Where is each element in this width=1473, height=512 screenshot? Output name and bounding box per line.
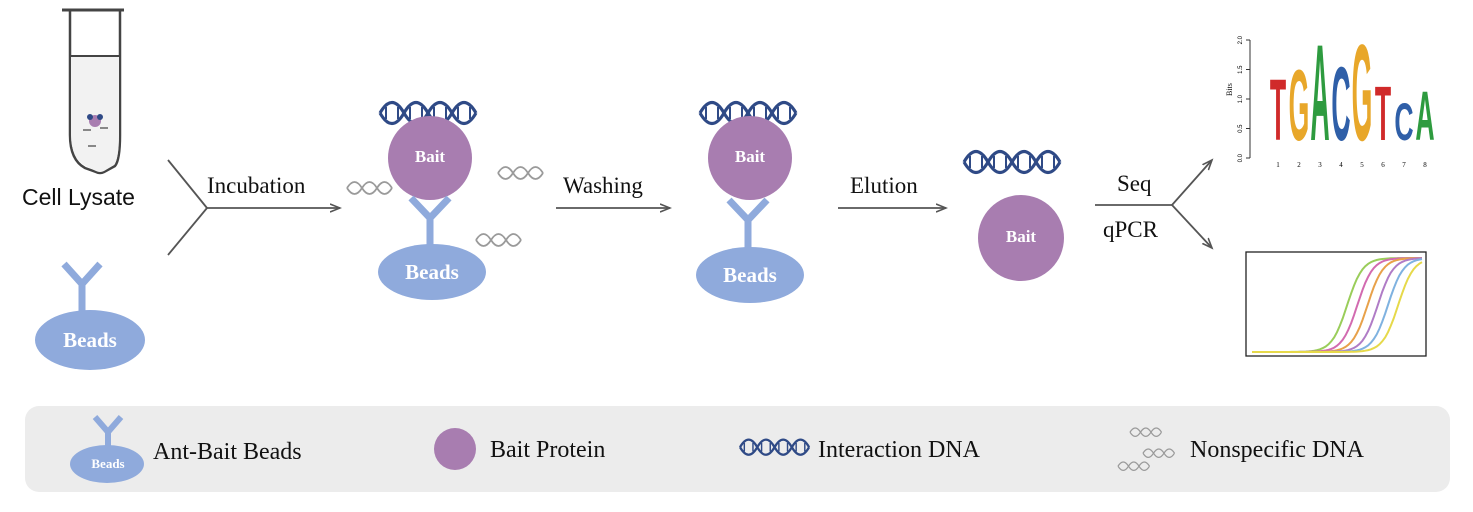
bait-label-2: Bait <box>734 147 766 166</box>
split-arrow <box>1095 160 1212 248</box>
logo-y-tick-label: 0.0 <box>1238 153 1244 162</box>
logo-letter: T <box>1375 72 1391 158</box>
washed-complex <box>696 100 804 303</box>
logo-position-label: 7 <box>1402 161 1406 169</box>
beads-label-left: Beads <box>63 328 117 352</box>
logo-letter: A <box>1415 78 1434 156</box>
beads-antibody-left <box>35 261 145 370</box>
test-tube-icon <box>62 8 124 175</box>
qpcr-label: qPCR <box>1103 217 1158 242</box>
logo-letter: A <box>1310 16 1329 169</box>
legend-nonspecific-dna: Nonspecific DNA <box>1190 437 1364 463</box>
qpcr-plot <box>1245 251 1427 357</box>
logo-position-label: 3 <box>1318 161 1322 169</box>
incubation-label: Incubation <box>207 173 306 198</box>
washing-label: Washing <box>563 173 643 198</box>
logo-letter: C <box>1394 92 1413 151</box>
logo-y-tick-label: 2.0 <box>1238 35 1244 44</box>
logo-letter: T <box>1270 62 1286 159</box>
bait-label-3: Bait <box>1005 227 1037 246</box>
logo-position-label: 8 <box>1423 161 1427 169</box>
legend-interaction-dna: Interaction DNA <box>818 437 980 463</box>
legend-beads-icon <box>70 415 144 483</box>
legend-bait-protein: Bait Protein <box>490 437 606 463</box>
logo-position-label: 5 <box>1360 161 1364 169</box>
legend-dna-icon <box>738 438 811 456</box>
logo-y-tick-label: 1.0 <box>1238 94 1244 103</box>
legend-anti-bait-beads: Ant-Bait Beads <box>153 439 302 465</box>
logo-position-label: 2 <box>1297 161 1301 169</box>
legend-nonspecific-icon <box>1117 427 1176 472</box>
logo-position-label: 1 <box>1276 161 1280 169</box>
incubation-complex <box>346 100 544 300</box>
logo-y-tick-label: 1.5 <box>1238 65 1244 74</box>
elution-label: Elution <box>850 173 918 198</box>
converge-arrow <box>167 159 340 256</box>
logo-y-tick-label: 0.5 <box>1238 124 1244 133</box>
logo-position-label: 6 <box>1381 161 1385 169</box>
bait-label-1: Bait <box>414 147 446 166</box>
legend-beads-text: Beads <box>91 456 125 471</box>
beads-label-2: Beads <box>723 263 777 287</box>
legend-bar <box>25 406 1450 492</box>
eluted-complex <box>962 149 1064 281</box>
legend-bait-icon <box>434 428 476 470</box>
beads-label-1: Beads <box>405 260 459 284</box>
seq-label: Seq <box>1117 171 1152 196</box>
logo-letter: C <box>1331 47 1350 164</box>
qpcr-curve <box>1252 261 1423 353</box>
logo-letter: G <box>1289 48 1310 161</box>
logo-position-label: 4 <box>1339 161 1343 169</box>
logo-y-label: Bits <box>1225 83 1234 96</box>
logo-letter: G <box>1352 16 1373 169</box>
cell-lysate-label: Cell Lysate <box>22 184 135 210</box>
